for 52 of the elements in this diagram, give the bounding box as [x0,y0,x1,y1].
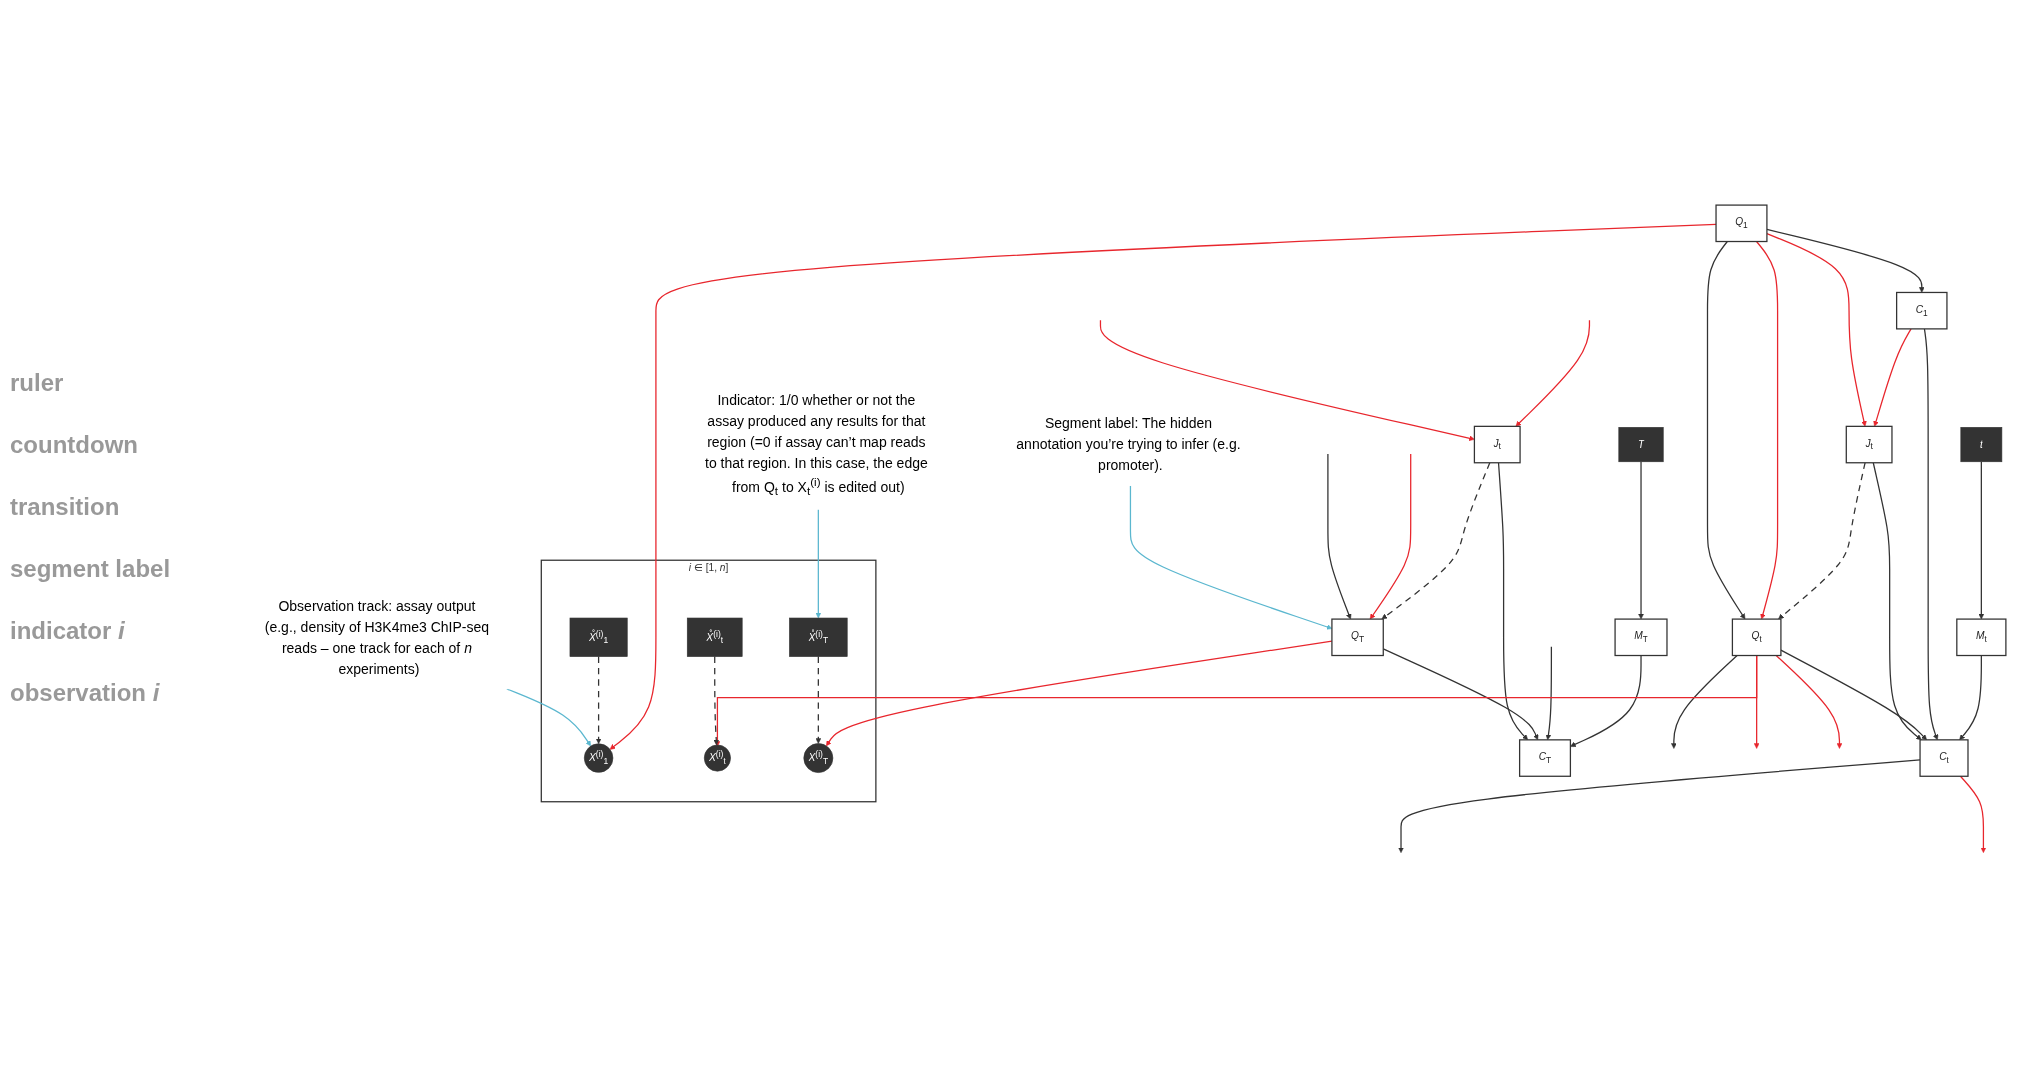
node-box: Q$_{1}$ [1715,204,1768,242]
node-box: J$_{t}$ [1473,425,1521,463]
row-label: transition [10,493,121,521]
arrow [1515,319,1591,427]
arrow [1497,461,1528,740]
node-box: M$_{T}$ [1614,618,1668,656]
node-box: t [1960,426,2003,462]
arrow [815,655,822,744]
node-text: Segment label: The hidden annotation you’re trying to infer (e.g. promoter). [1016,415,1241,474]
arrow [1778,461,1866,619]
arrow [1959,654,1982,740]
node-text: Indicator: 1/0 whether or not the assay produced any results for that region (=0 if assay can’t map reads to that region. In this case, the edge from Q$_{t}$ to X$_{t}$$^{(i)}$ is edited out) [704,391,928,498]
row-label: ruler [10,369,65,397]
arrow [1381,461,1491,619]
arrow [1398,758,1921,853]
arrow [1780,649,1927,740]
arrow [713,655,720,745]
node-box: T [1618,426,1664,462]
node-box: Q$_{T}$ [1331,618,1384,656]
arrow [506,687,591,746]
arrow [1959,775,1987,853]
arrow [1638,460,1644,619]
node-text: Observation track: assay output (e.g., density of H3K4me3 ChIP-seq reads – one track for each of n experiments) [264,597,490,677]
arrow [1872,461,1922,740]
arrow [1570,654,1642,747]
arrow [595,655,602,744]
node-box: C$_{t}$ [1919,738,1969,777]
arrow [1327,453,1352,619]
arrow [609,223,1717,750]
arrow [1978,460,1985,619]
arrow [1099,319,1475,441]
node-box: M$_{t}$ [1956,618,2007,656]
arrow [1755,240,1779,619]
arrow [1923,327,1939,740]
arrow [1766,232,1867,427]
arrow [1545,645,1552,740]
arrow [1706,240,1746,619]
arrow [1766,228,1925,293]
node-box: C$_{T}$ [1519,738,1572,777]
arrow [1671,654,1738,749]
arrow [1873,327,1912,427]
arrow [1369,453,1412,619]
arrow [1775,654,1843,749]
node-box: J$_{t}$ [1845,425,1893,463]
row-label: countdown [10,431,139,459]
arrow [815,508,822,618]
node-box: Q$_{t}$ [1731,618,1782,656]
node-box: C$_{1}$ [1896,291,1948,330]
row-label: segment label [10,555,172,583]
row-label: indicator i [10,617,126,645]
arrow [714,654,1758,747]
row-label: observation i [10,679,161,707]
